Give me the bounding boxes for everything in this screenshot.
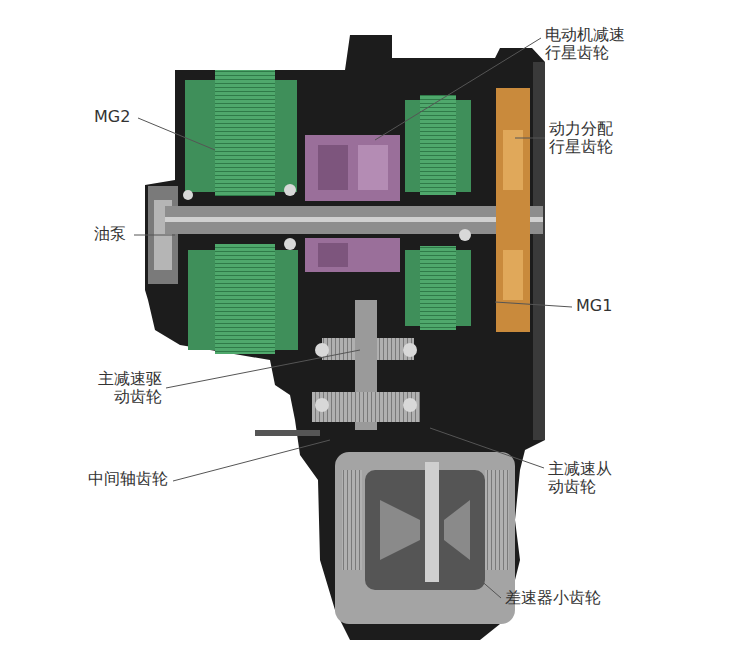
mg1-winding bbox=[420, 95, 456, 195]
part-label: 动力分配行星齿轮 bbox=[549, 120, 619, 157]
planetary-gear bbox=[305, 135, 400, 201]
part-label: MG1 bbox=[576, 297, 612, 315]
leader-line bbox=[173, 440, 330, 481]
power-split-detail bbox=[503, 130, 523, 190]
part-label: 主减速从动齿轮 bbox=[548, 460, 618, 497]
bearing bbox=[403, 398, 417, 412]
part-label: 差速器小齿轮 bbox=[505, 589, 601, 607]
differential-shaft bbox=[425, 462, 439, 582]
part-label: 主减速驱动齿轮 bbox=[92, 370, 162, 407]
bearing bbox=[459, 229, 471, 241]
planetary-teeth bbox=[358, 145, 388, 190]
bearing bbox=[315, 398, 329, 412]
differential-pinion bbox=[444, 500, 470, 560]
leader-line bbox=[166, 350, 360, 388]
part-label: 中间轴齿轮 bbox=[88, 470, 168, 488]
leader-line bbox=[440, 545, 501, 598]
mg2-winding bbox=[215, 70, 275, 196]
main-shaft-core bbox=[165, 217, 543, 222]
bearing bbox=[284, 238, 296, 250]
planetary-teeth bbox=[318, 243, 348, 267]
part-label: 油泵 bbox=[94, 225, 126, 243]
power-split-gear bbox=[496, 88, 530, 332]
counter-gear bbox=[312, 392, 420, 422]
ring-gear bbox=[485, 470, 509, 570]
part-label: MG2 bbox=[94, 108, 130, 126]
planetary-gear bbox=[305, 238, 400, 272]
leader-line bbox=[515, 138, 545, 139]
ring-gear bbox=[342, 470, 362, 570]
power-split-detail bbox=[503, 250, 523, 300]
main-shaft bbox=[165, 206, 543, 234]
leader-line bbox=[495, 302, 572, 307]
part-label: 电动机减速行星齿轮 bbox=[545, 26, 629, 63]
bearing bbox=[403, 343, 417, 357]
right-cover bbox=[533, 62, 545, 440]
mg1-winding bbox=[420, 246, 456, 330]
bearing bbox=[183, 190, 193, 200]
leader-line bbox=[134, 235, 175, 236]
leader-line bbox=[430, 428, 544, 468]
leader-line bbox=[375, 38, 541, 140]
housing bbox=[145, 35, 545, 640]
leader-line bbox=[138, 118, 215, 150]
bearing bbox=[284, 184, 296, 196]
planetary-teeth bbox=[318, 145, 348, 190]
mg2-winding bbox=[215, 244, 275, 354]
breather-pipe bbox=[255, 430, 320, 436]
differential-pinion bbox=[380, 500, 420, 560]
differential-case bbox=[335, 452, 515, 624]
bearing bbox=[315, 343, 329, 357]
